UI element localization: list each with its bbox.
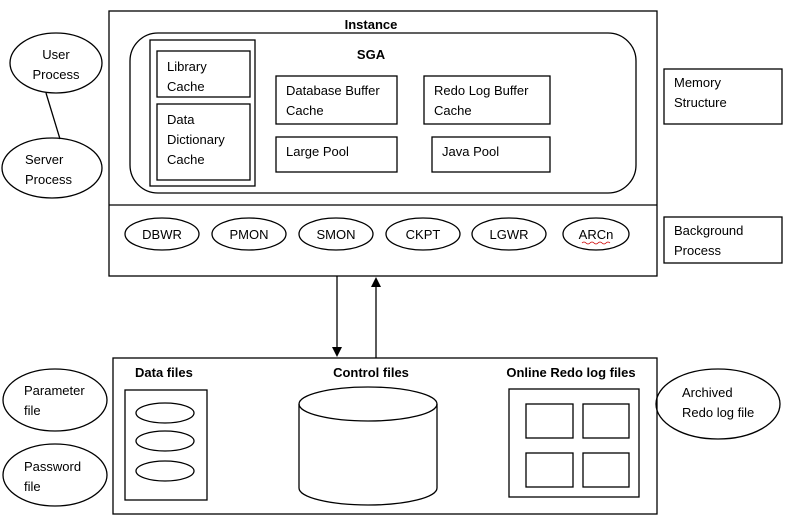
database-buffer-cache-label-2: Cache [286,103,324,118]
memory-structure-label-2: Structure [674,95,727,110]
parameter-file-label-1: Parameter [24,383,85,398]
process-smon: SMON [298,217,374,251]
archived-redo-log-ellipse: Archived Redo log file [655,368,781,440]
data-files-container [124,389,208,501]
library-cache-label-1: Library [167,59,207,74]
spellcheck-underline [581,241,611,245]
java-pool-label: Java Pool [442,144,499,159]
server-process-ellipse: Server Process [1,137,103,199]
large-pool-label: Large Pool [286,144,349,159]
user-process-label-2: Process [33,67,80,82]
server-process-label-1: Server [25,152,64,167]
instance-title: Instance [345,17,398,32]
sga-box: SGA [129,32,637,194]
data-dictionary-cache-label-2: Dictionary [167,132,225,147]
background-process-label-1: Background [674,223,743,238]
user-process-ellipse: User Process [9,32,103,94]
process-pmon: PMON [211,217,287,251]
process-ckpt: CKPT [385,217,461,251]
database-buffer-cache-box: Database Buffer Cache [275,75,398,125]
user-server-connector [45,92,61,140]
library-cache-box [156,50,251,98]
user-process-label-1: User [42,47,70,62]
large-pool-box: Large Pool [275,136,398,173]
process-pmon-label: PMON [230,227,269,242]
control-files-title: Control files [333,365,409,380]
archived-redo-log-label-1: Archived [682,385,733,400]
data-file-disk-1 [135,402,195,424]
java-pool-box: Java Pool [431,136,551,173]
data-dictionary-cache-label-3: Cache [167,152,205,167]
process-ckpt-label: CKPT [406,227,441,242]
data-files-title: Data files [135,365,193,380]
password-file-ellipse: Password file [2,443,108,507]
process-arcn-label: ARCn [579,227,614,242]
parameter-file-label-2: file [24,403,41,418]
process-lgwr-label: LGWR [490,227,529,242]
redo-log-file-2 [582,403,630,439]
redo-log-file-3 [525,452,574,488]
data-file-disk-2 [135,430,195,452]
redo-log-buffer-cache-label-2: Cache [434,103,472,118]
background-process-box: Background Process [663,216,783,264]
memory-structure-label-1: Memory [674,75,721,90]
redo-log-buffer-cache-label-1: Redo Log Buffer [434,83,529,98]
background-process-label-2: Process [674,243,721,258]
redo-log-buffer-cache-box: Redo Log Buffer Cache [423,75,551,125]
data-file-disk-3 [135,460,195,482]
archived-redo-log-label-2: Redo log file [682,405,754,420]
redo-log-file-1 [525,403,574,439]
instance-box: Instance [108,10,658,277]
process-smon-label: SMON [317,227,356,242]
process-dbwr: DBWR [124,217,200,251]
redo-log-file-4 [582,452,630,488]
parameter-file-ellipse: Parameter file [2,368,108,432]
shared-pool-box: Library Cache Data Dictionary Cache [149,39,256,187]
database-box: Data files Control files Online Redo log… [112,357,658,515]
data-dictionary-cache-label-1: Data [167,112,195,127]
sga-title: SGA [357,47,386,62]
data-dictionary-cache-box [156,103,251,181]
process-lgwr: LGWR [471,217,547,251]
process-arcn: ARCn [562,217,630,251]
password-file-label-1: Password [24,459,81,474]
memory-structure-box: Memory Structure [663,68,783,125]
online-redo-log-files-group [508,388,640,498]
control-files-cylinder [298,386,438,506]
background-processes: DBWR PMON SMON CKPT LGWR ARCn [124,217,630,251]
redo-log-container [508,388,640,498]
process-dbwr-label: DBWR [142,227,182,242]
online-redo-log-files-title: Online Redo log files [506,365,635,380]
library-cache-label-2: Cache [167,79,205,94]
password-file-label-2: file [24,479,41,494]
server-process-label-2: Process [25,172,72,187]
data-files-group [124,389,208,501]
database-buffer-cache-label-1: Database Buffer [286,83,380,98]
